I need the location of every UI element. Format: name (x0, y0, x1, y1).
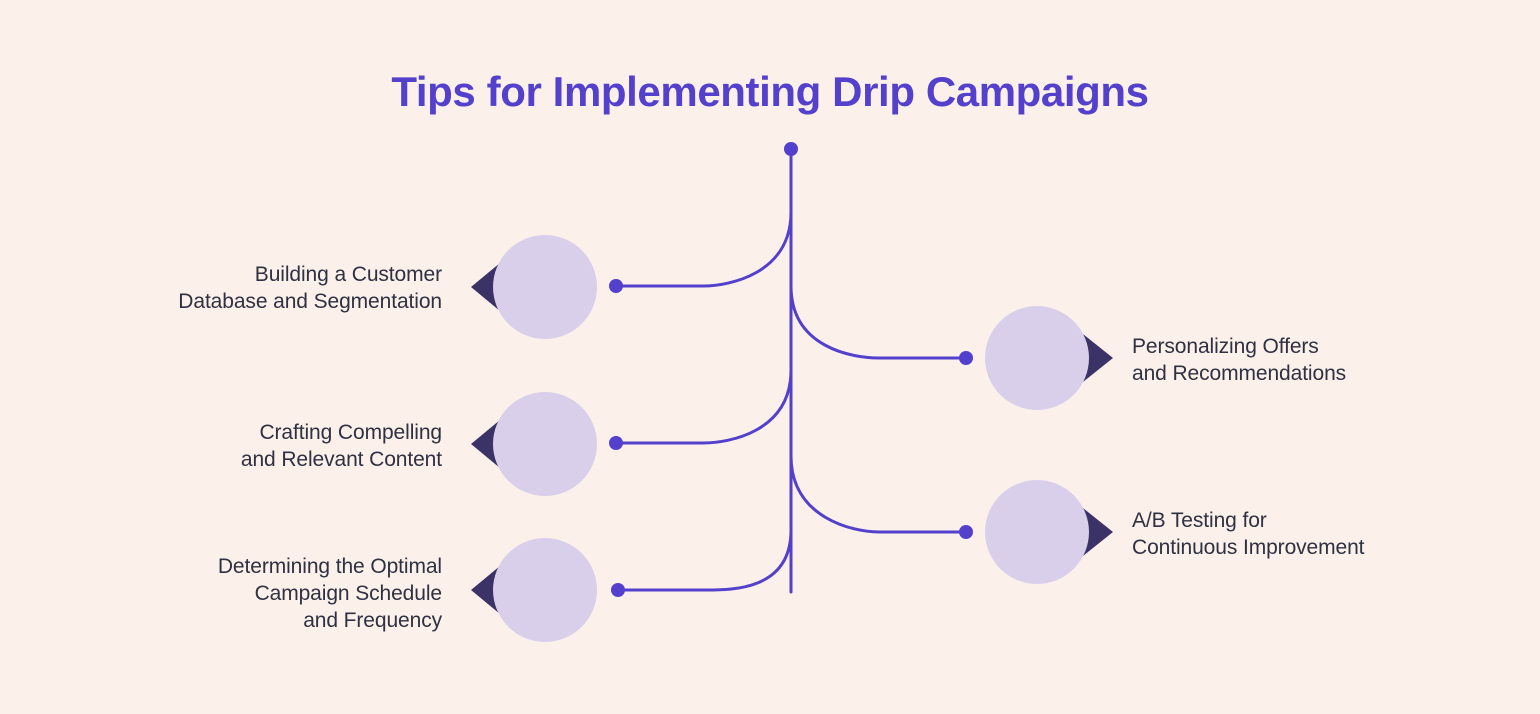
page-title: Tips for Implementing Drip Campaigns (391, 68, 1149, 115)
connector-line (614, 368, 793, 445)
connector-line (789, 454, 968, 534)
connector-line (614, 210, 793, 288)
left-node-shapes (471, 235, 597, 642)
right-endpoint-dots (959, 351, 973, 539)
node-personalizing-offers-label: Personalizing Offers and Recommendations (1132, 335, 1347, 385)
node-ab-testing-label: A/B Testing for Continuous Improvement (1132, 509, 1365, 559)
node-compelling-content[interactable] (471, 392, 597, 496)
node-circle (493, 392, 597, 496)
connector-line (616, 528, 793, 592)
connector-endpoint-dot (959, 525, 973, 539)
node-campaign-schedule-label: Determining the Optimal Campaign Schedul… (217, 555, 442, 632)
left-endpoint-dots (609, 279, 625, 597)
node-circle (985, 306, 1089, 410)
connector-endpoint-dot (609, 436, 623, 450)
trunk-top-dot (784, 142, 798, 156)
left-connectors (614, 210, 793, 592)
node-compelling-content-label: Crafting Compelling and Relevant Content (240, 421, 442, 471)
node-campaign-schedule[interactable] (471, 538, 597, 642)
node-personalizing-offers[interactable] (985, 306, 1113, 410)
node-ab-testing[interactable] (985, 480, 1113, 584)
node-customer-database[interactable] (471, 235, 597, 339)
right-connectors (789, 284, 968, 534)
right-node-shapes (985, 306, 1113, 584)
node-customer-database-label: Building a Customer Database and Segment… (178, 263, 442, 313)
node-circle (493, 235, 597, 339)
node-circle (985, 480, 1089, 584)
connector-endpoint-dot (611, 583, 625, 597)
connector-endpoint-dot (609, 279, 623, 293)
node-circle (493, 538, 597, 642)
connector-endpoint-dot (959, 351, 973, 365)
connector-line (789, 284, 968, 360)
